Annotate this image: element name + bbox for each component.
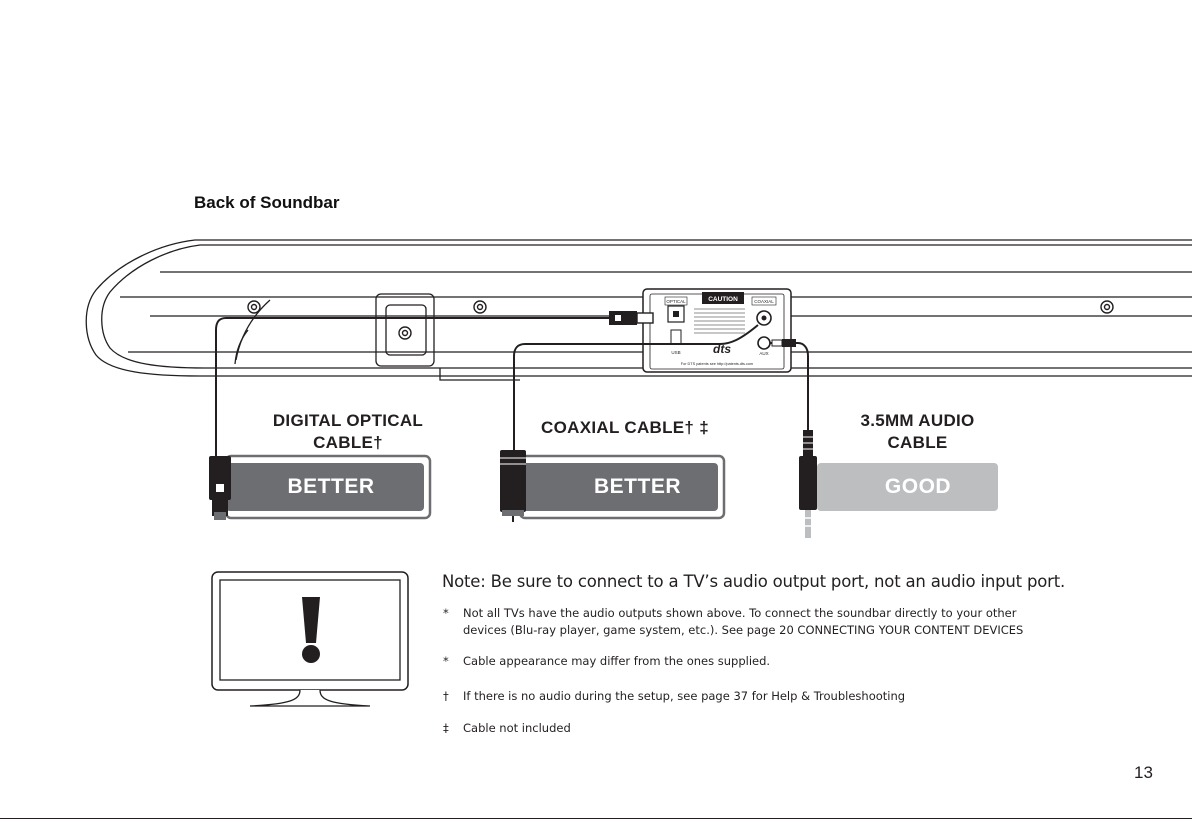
aux-plug-top: [771, 339, 796, 347]
rating-optical: BETTER: [287, 475, 375, 498]
coaxial-cable-label: COAXIAL CABLE† ‡: [530, 417, 720, 439]
aux-cable-label-line1: 3.5MM AUDIO: [860, 411, 975, 430]
bottom-rule: [0, 818, 1192, 819]
rating-aux: GOOD: [884, 475, 952, 498]
soundbar-illustration: [85, 239, 1192, 381]
panel-footer-text: For DTS patents see http://patents.dts.c…: [681, 362, 753, 366]
coaxial-port-label: COAXIAL: [754, 299, 774, 304]
tv-warning-icon: [211, 571, 409, 707]
optical-cable-label: DIGITAL OPTICAL CABLE†: [262, 410, 434, 454]
optical-plug-icon: [209, 456, 231, 520]
optical-cable-label-line1: DIGITAL OPTICAL: [272, 411, 424, 430]
coaxial-cable-line: [513, 324, 759, 452]
dts-logo: dts: [713, 342, 731, 356]
aux-cable-label: 3.5MM AUDIO CABLE: [845, 410, 990, 454]
optical-plug-top: [609, 311, 654, 325]
coaxial-cable-label-line1: COAXIAL CABLE† ‡: [541, 418, 709, 437]
note-text: Not all TVs have the audio outputs shown…: [463, 605, 1023, 639]
usb-port-label: USB: [671, 350, 680, 355]
rating-coaxial: BETTER: [594, 475, 681, 498]
coaxial-plug-icon: [500, 450, 526, 522]
note-mark: ‡: [443, 721, 449, 735]
optical-cable-line: [215, 317, 612, 458]
aux-cable-label-line2: CABLE: [887, 433, 948, 452]
note-heading: Note: Be sure to connect to a TV’s audio…: [442, 572, 1066, 591]
aux-plug-icon: [799, 430, 817, 538]
note-text: Cable not included: [463, 721, 571, 735]
screw-holes: [247, 300, 1114, 340]
note-mark: *: [443, 654, 449, 668]
port-panel: OPTICAL COAXIAL CAUTION USB AUX dts For …: [642, 288, 792, 373]
note-text-line1: Not all TVs have the audio outputs shown…: [463, 606, 1017, 620]
aux-port-label: AUX: [759, 351, 768, 356]
aux-port: [757, 336, 771, 350]
note-mark: †: [443, 689, 449, 703]
page-number: 13: [1134, 763, 1153, 782]
optical-cable-label-line2: CABLE†: [313, 433, 383, 452]
note-text-line2: devices (Blu-ray player, game system, et…: [463, 623, 1024, 637]
section-title: Back of Soundbar: [194, 193, 340, 212]
caution-label: CAUTION: [708, 296, 738, 303]
rating-bar-aux: [817, 463, 998, 511]
note-text: If there is no audio during the setup, s…: [463, 689, 906, 703]
aux-cable-line: [770, 342, 809, 430]
note-mark: *: [443, 606, 449, 620]
note-text: Cable appearance may differ from the one…: [463, 654, 771, 668]
optical-port-label: OPTICAL: [666, 299, 686, 304]
